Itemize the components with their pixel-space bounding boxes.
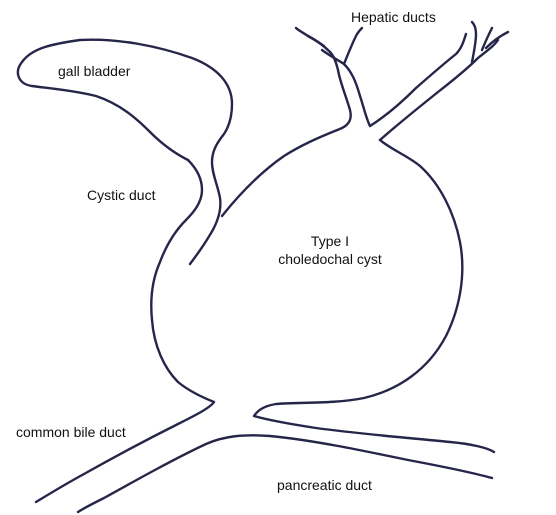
gallbladder-outline: [16, 38, 234, 266]
right-hepatic-branch-a: [470, 20, 478, 64]
cyst-upper-left-wall: [220, 50, 352, 218]
right-hepatic-branch-c: [480, 26, 494, 52]
right-hepatic-duct-outer: [378, 38, 500, 142]
cystic-duct-left-wall: [34, 158, 216, 504]
left-hepatic-duct-stem: [320, 48, 346, 66]
label-cyst-type: Type I: [310, 233, 350, 249]
cyst-right-wall: [252, 138, 496, 454]
label-cyst-name: choledochal cyst: [278, 251, 382, 267]
right-hepatic-branch-b: [484, 30, 510, 50]
label-pancreatic-duct: pancreatic duct: [277, 477, 372, 493]
left-hepatic-duct-right-wall: [342, 62, 372, 128]
label-cystic-duct: Cystic duct: [87, 187, 156, 203]
label-hepatic-ducts: Hepatic ducts: [351, 9, 436, 25]
left-hepatic-duct-branch-b: [306, 34, 326, 48]
left-hepatic-duct-inner: [342, 26, 364, 66]
right-hepatic-duct-inner: [368, 32, 468, 128]
label-gall-bladder: gall bladder: [58, 63, 131, 79]
label-common-bile-duct: common bile duct: [16, 424, 126, 440]
common-channel-lower-wall: [76, 434, 494, 514]
label-choledochal-cyst: Type I choledochal cyst: [262, 232, 398, 268]
